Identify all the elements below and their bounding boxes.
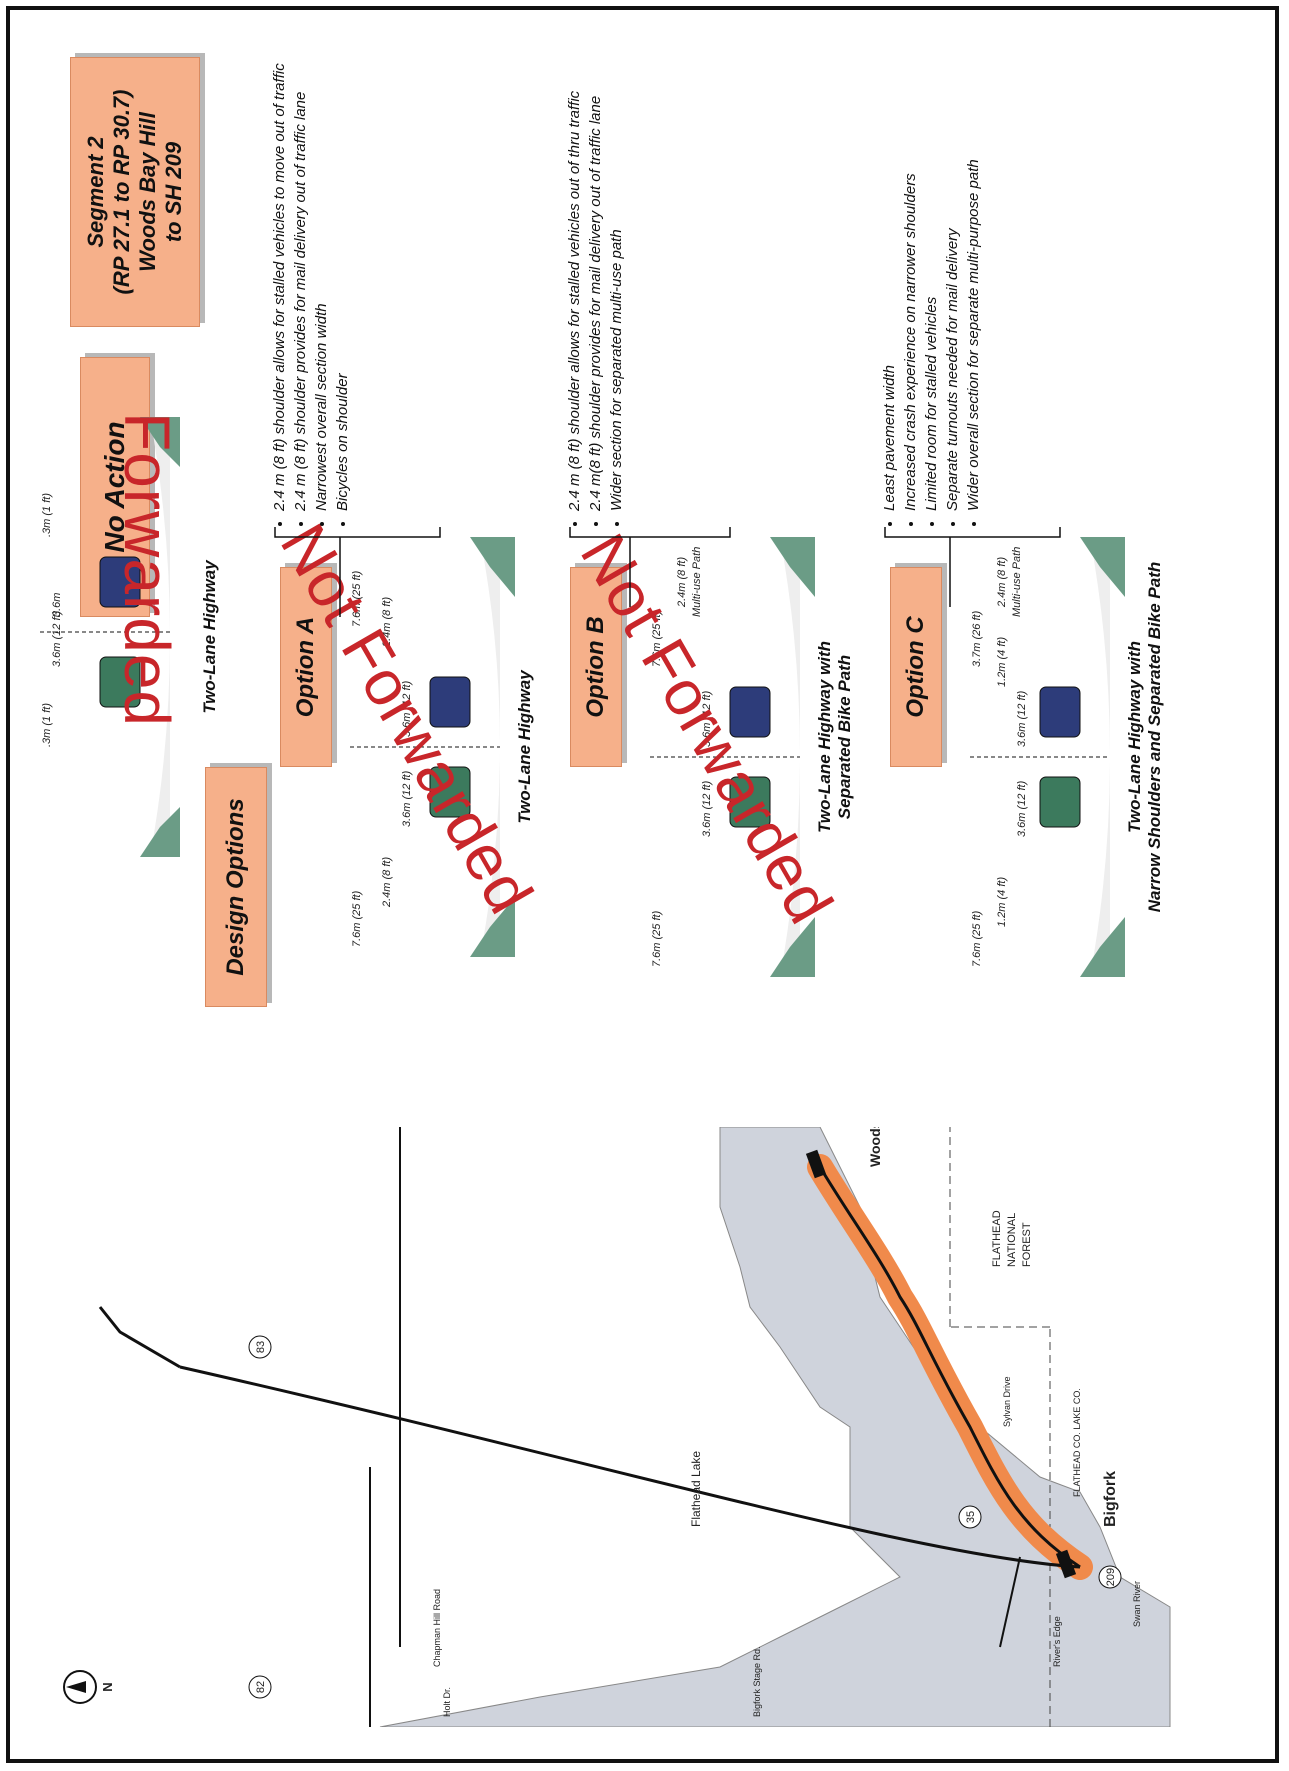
label-bigfork: Bigfork: [1102, 1471, 1119, 1527]
label-sylvan-drive: Sylvan Drive: [1002, 1376, 1012, 1427]
option-b-section: 7.6m (25 ft) 7.6m (25 ft) 2.4m (8 ft) Mu…: [640, 527, 820, 987]
car-left-icon: [729, 776, 771, 828]
flathead-lake-shape: [379, 1126, 1171, 1728]
car-left-icon: [429, 766, 471, 818]
route-shield-83: 83: [248, 1335, 272, 1359]
dim-half-right: 3.7m (26 ft): [971, 610, 983, 667]
segment-start-marker: [1055, 1549, 1077, 1579]
dim-path: 2.4m (8 ft): [996, 557, 1008, 608]
dim-half-left: 7.6m (25 ft): [651, 910, 663, 967]
dim-shoulder-right: 1.2m (4 ft): [996, 637, 1008, 687]
no-action-section: 3.6m (12 ft) 3.6m .3m (1 ft) .3m (1 ft): [30, 407, 190, 867]
option-a-section-svg: 7.6m (25 ft) 7.6m (25 ft) 2.4m (8 ft) 2.…: [350, 537, 515, 957]
svg-text:83: 83: [255, 1341, 267, 1353]
svg-text:82: 82: [255, 1681, 267, 1693]
road-surface: [780, 537, 800, 977]
label-rivers-edge: River's Edge: [1052, 1616, 1062, 1667]
vegetation-left: [1080, 917, 1125, 977]
location-map: 35 209 83 82 Bigfork Woods Bay Flathead …: [20, 1091, 1200, 1728]
vegetation-right: [770, 537, 815, 597]
car-right-icon: [99, 556, 141, 608]
label-bigfork-stage: Bigfork Stage Rd.: [752, 1646, 762, 1717]
road-surface: [1090, 537, 1110, 977]
option-c-section-svg: 7.6m (25 ft) 3.7m (26 ft) 1.2m (4 ft) 1.…: [970, 537, 1125, 977]
dim-shoulder-right: 2.4m (8 ft): [381, 597, 393, 648]
vegetation-left: [770, 917, 815, 977]
no-action-section-svg: 3.6m (12 ft) 3.6m .3m (1 ft) .3m (1 ft): [40, 417, 180, 857]
label-holt-dr: Holt Dr.: [442, 1687, 452, 1717]
option-a-section: 7.6m (25 ft) 7.6m (25 ft) 2.4m (8 ft) 2.…: [340, 527, 520, 967]
car-right-icon: [429, 676, 471, 728]
dim-lane-left: 3.6m (12 ft): [701, 780, 713, 837]
label-forest-3: FOREST: [1021, 1222, 1033, 1267]
highway-82: [98, 1306, 181, 1369]
car-left-icon: [99, 656, 141, 708]
label-flathead-lake: Flathead Lake: [689, 1451, 703, 1527]
car-left-icon: [1039, 776, 1081, 828]
highway-35-route: [818, 1166, 1081, 1569]
label-chapman-hill: Chapman Hill Road: [432, 1589, 442, 1667]
dim-shoulder-left: .3m (1 ft): [41, 703, 53, 747]
label-forest-1: FLATHEAD: [991, 1210, 1003, 1267]
dim-shoulder-left: 2.4m (8 ft): [381, 857, 393, 908]
dim-half-left: 7.6m (25 ft): [971, 910, 983, 967]
dim-lane-right: 3.6m: [51, 593, 63, 617]
dim-lane-right: 3.6m (12 ft): [401, 680, 413, 737]
route-shield-35: 35: [958, 1505, 982, 1529]
vegetation-right: [1080, 537, 1125, 597]
dim-half-left: 7.6m (25 ft): [351, 890, 363, 947]
swan-river-road: [999, 1556, 1021, 1648]
dim-shoulder-right: .3m (1 ft): [41, 493, 53, 537]
car-right-icon: [1039, 686, 1081, 738]
dim-shoulder-left: 1.2m (4 ft): [996, 877, 1008, 927]
rotated-sheet: 35 209 83 82 Bigfork Woods Bay Flathead …: [10, 10, 1283, 1767]
vegetation-left: [140, 807, 180, 857]
north-arrow-icon: N: [63, 1670, 115, 1704]
route-shield-82: 82: [248, 1675, 272, 1699]
route-shield-209: 209: [1098, 1565, 1122, 1589]
svg-text:N: N: [100, 1682, 115, 1691]
label-county-line: FLATHEAD CO. LAKE CO.: [1072, 1388, 1082, 1497]
car-right-icon: [729, 686, 771, 738]
dim-path-label: Multi-use Path: [691, 547, 703, 617]
option-b-section-svg: 7.6m (25 ft) 7.6m (25 ft) 2.4m (8 ft) Mu…: [650, 537, 815, 977]
vegetation-right: [470, 537, 515, 597]
dim-lane-left: 3.6m (12 ft): [1016, 780, 1028, 837]
page-frame: 35 209 83 82 Bigfork Woods Bay Flathead …: [6, 6, 1279, 1763]
map-svg: 35 209 83 82 Bigfork Woods Bay Flathead …: [63, 1091, 1171, 1728]
dim-half-right: 7.6m (25 ft): [651, 610, 663, 667]
vegetation-right: [140, 417, 180, 467]
label-swan-river: Swan River: [1132, 1581, 1142, 1627]
dim-lane-right: 3.6m (12 ft): [1016, 690, 1028, 747]
label-forest-2: NATIONAL: [1006, 1213, 1018, 1267]
svg-text:209: 209: [1105, 1568, 1117, 1586]
dim-lane-left: 3.6m (12 ft): [51, 610, 63, 667]
dim-half-right: 7.6m (25 ft): [351, 570, 363, 627]
vegetation-left: [470, 897, 515, 957]
dim-lane-right: 3.6m (12 ft): [701, 690, 713, 747]
highway-35-north: [179, 1365, 1081, 1569]
segment-end-marker: [805, 1149, 827, 1179]
bracket-lines: [274, 527, 1061, 617]
dim-lane-left: 3.6m (12 ft): [401, 770, 413, 827]
option-c-section: 7.6m (25 ft) 3.7m (26 ft) 1.2m (4 ft) 1.…: [960, 527, 1130, 987]
dim-path-label: Multi-use Path: [1011, 547, 1023, 617]
road-surface: [150, 417, 170, 857]
road-surface: [480, 537, 500, 957]
svg-text:35: 35: [965, 1511, 977, 1523]
dim-path: 2.4m (8 ft): [676, 557, 688, 608]
